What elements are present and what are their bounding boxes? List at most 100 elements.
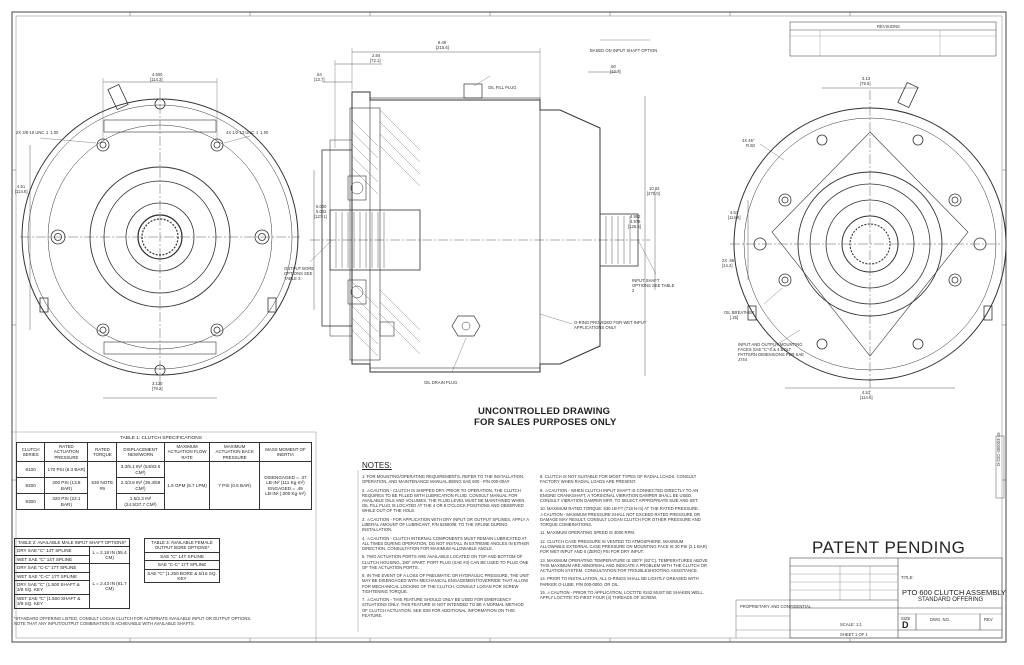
output-bore-options-table: TABLE 3: AVAILABLE FEMALE OUTPUT BORE OP… <box>144 538 220 584</box>
side-dim-4982-mm: [126.5] <box>628 224 641 229</box>
front-dim-bottom: 3.120 <box>152 381 163 386</box>
note-item: 4. ⚠CAUTION - CLUTCH INTERNAL COMPONENTS… <box>362 535 530 551</box>
note-item: 11. MAXIMUM OPERATING SPEED IS 3000 RPM. <box>540 530 636 536</box>
table1-header: RATED ACTUATION PRESSURE <box>44 441 89 463</box>
table-cell: DISENGAGED = .37 LB·IN² (111 Kg·m²) ENGA… <box>258 461 313 511</box>
note-item: 6. IN THE EVENT OF A LOSS OF PNEUMATIC O… <box>362 573 530 594</box>
table1-header: MASS MOMENT OF INERTIA <box>258 441 313 463</box>
side-section-view <box>309 39 657 376</box>
oil-drain-label: OIL DRAIN PLUG <box>424 380 458 385</box>
sheet-id: D-22C-400003-15 <box>996 432 1001 466</box>
rear-dim-angle: 4X 45° <box>742 138 755 143</box>
rear-dim-2x: 2X .56 <box>722 258 735 263</box>
patent-pending-stamp: PATENT PENDING <box>812 538 966 557</box>
input-shaft-label: INPUT SHAFT OPTIONS SEE TABLE 2 <box>632 278 675 293</box>
table-cell: L = 2.18 IN (55.4 CM) <box>89 546 130 565</box>
table-cell: 1.5 GPM (5.7 LPM) <box>163 461 211 511</box>
table1-header: MAXIMUM ACTUATION BACK PRESSURE <box>209 441 260 463</box>
dwg-no-label: DWG. NO. <box>930 617 951 622</box>
table2-title: TABLE 2: AVAILABLE MALE INPUT SHAFT OPTI… <box>14 537 130 548</box>
revisions-label: REVISIONS <box>877 24 900 29</box>
rear-dim-2x-mm: [14.2] <box>722 263 733 268</box>
note-item: 1. FOR MOUNTING/OPERATING REQUIREMENTS, … <box>362 474 525 485</box>
rear-dim-bottom-mm: [114.6] <box>860 395 873 400</box>
size-value: D <box>902 620 909 630</box>
rear-dim-left-mm: [114.6] <box>728 215 741 220</box>
table-cell: SAE "C" 14T SPLINE <box>144 551 220 562</box>
table1-header: CLUTCH SERIES <box>15 441 46 463</box>
front-dim-bottom-mm: [79.2] <box>152 386 163 391</box>
side-dim-5000: 5.000 <box>316 204 327 209</box>
table1-title: TABLE 1: CLUTCH SPECIFICATIONS <box>120 436 202 441</box>
table-cell: 8200 <box>15 477 46 495</box>
note-item: 3. ⚠CAUTION - FOR APPLICATION WITH DRY I… <box>362 516 529 533</box>
rev-label: REV <box>984 617 993 622</box>
table-cell: WET SAE "C" 14T SPLINE <box>13 554 91 565</box>
side-dim-849: 8.49 <box>438 40 447 45</box>
uncontrolled-stamp-line1: UNCONTROLLED DRAWING <box>478 406 611 417</box>
size-label: SIZE <box>901 616 911 621</box>
table-cell: SAE "C" (1.250 BORE & 5/16 SQ. KEY <box>144 568 220 584</box>
output-bore-label: OUTPUT BORE OPTIONS SEE TABLE 3 <box>284 266 315 281</box>
front-thread-right: 4X 1/2-13 UNC ↧ 1.00 <box>226 130 269 135</box>
side-dim-284-mm: [72.1] <box>370 58 381 63</box>
table-cell: 7 PSI (0.5 BAR) <box>209 461 260 511</box>
mounting-note: INPUT AND OUTPUT MOUNTING FACES SAE "C" … <box>738 342 804 362</box>
front-dim-left: 4.51 <box>17 184 26 189</box>
front-thread-left: 2X 3/8-16 UNC ↧ 1.00 <box>16 130 59 135</box>
rear-dim-top: 3.13 <box>862 76 871 81</box>
revisions-block <box>789 21 997 57</box>
side-dim-1063-mm: [270.0] <box>647 191 660 196</box>
table-cell: DRY SAE "C-C" 17T SPLINE <box>13 563 91 573</box>
input-shaft-options-table: TABLE 2: AVAILABLE MALE INPUT SHAFT OPTI… <box>13 537 130 609</box>
table-cell: 8100 <box>15 461 46 479</box>
table-cell: 530 NOTE #9 <box>87 461 118 511</box>
drawing-title-line1: PTO 600 CLUTCH ASSEMBLY <box>902 588 1006 597</box>
sheet-label: SHEET 1 OF 1 <box>840 632 868 637</box>
front-dim-top-mm: [114.3] <box>150 77 163 82</box>
side-dim-284: 2.84 <box>372 53 381 58</box>
side-dim-4982b: 4.976 <box>630 219 641 224</box>
table-cell: L = 2.43 IN (61.7 CM) <box>89 563 130 609</box>
drawing-title-line2: STANDARD OFFERING <box>918 597 984 603</box>
rear-dim-breather: OIL BREATHER <box>724 310 755 315</box>
side-dim-5000b: 5.002 <box>316 209 327 214</box>
company-label: PROPRIETARY AND CONFIDENTIAL <box>740 604 812 609</box>
note-item: 14. PRIOR TO INSTALLATION, ALL O-RINGS S… <box>540 576 699 587</box>
title-label: TITLE: <box>901 575 914 580</box>
footnote: *STANDARD OFFERING LISTED. CONSULT LOGAN… <box>14 616 252 626</box>
rear-dim-r: R.50 <box>746 143 755 148</box>
front-dim-left-mm: [114.6] <box>15 189 28 194</box>
table-cell: 2.4/3.8 IN³ (39.3/59 CM³) <box>116 477 165 495</box>
rear-view <box>730 81 1007 396</box>
side-dim-5000-mm: [127.1] <box>314 214 327 219</box>
note-item: 5. TWO ACTUATION PORTS ARE AVAILABLE LOC… <box>362 554 529 570</box>
table-cell: 3.3/5.1 IN³ (54/83.5 CM³) <box>116 461 165 479</box>
side-dim-54: .54 <box>316 72 322 77</box>
note-item: 9. ⚠CAUTION - WHEN CLUTCH INPUT SHAFT IS… <box>540 487 699 503</box>
side-dim-50: .50 <box>610 64 616 69</box>
table3-title: TABLE 3: AVAILABLE FEMALE OUTPUT BORE OP… <box>144 538 220 553</box>
table-cell: DRY SAE "C" 14T SPLINE <box>13 546 91 556</box>
rear-dim-left: 4.51 <box>730 210 739 215</box>
note-item: 8. CLUTCH IS NOT SUITABLE FOR MOST TYPES… <box>540 474 697 485</box>
notes-column-2: 8. CLUTCH IS NOT SUITABLE FOR MOST TYPES… <box>540 474 708 604</box>
table-cell: 200 PSI (13.8 BAR) <box>44 477 89 495</box>
front-view <box>20 78 300 399</box>
clutch-specifications-table: CLUTCH SERIES RATED ACTUATION PRESSURE R… <box>15 441 313 511</box>
side-dim-849-mm: [215.6] <box>436 45 449 50</box>
table1-header: RATED TORQUE <box>87 441 118 463</box>
table-cell: DRY SAE "C" (1.500 SHAFT & 3/8 SQ. KEY <box>13 580 91 595</box>
notes-title: NOTES: <box>362 461 392 470</box>
table-cell: 8300 <box>15 493 46 511</box>
inertia-line: DISENGAGED = .37 LB·IN² (111 Kg·m²) <box>264 474 307 486</box>
table1-header: DISPLACEMENT NEW/WORN <box>116 441 165 463</box>
table-cell: SAE "C-C" 17T SPLINE <box>144 560 220 570</box>
note-item: 2. ⚠CAUTION - CLUTCH IS SHIPPED DRY. PRI… <box>362 487 525 514</box>
table-cell: WET SAE "C-C" 17T SPLINE <box>13 571 91 582</box>
scale-label: SCALE: 1:1 <box>840 622 862 627</box>
rear-dim-top-mm: [79.5] <box>860 81 871 86</box>
side-dim-54-mm: [13.7] <box>314 77 325 82</box>
uncontrolled-stamp-line2: FOR SALES PURPOSES ONLY <box>474 417 617 428</box>
